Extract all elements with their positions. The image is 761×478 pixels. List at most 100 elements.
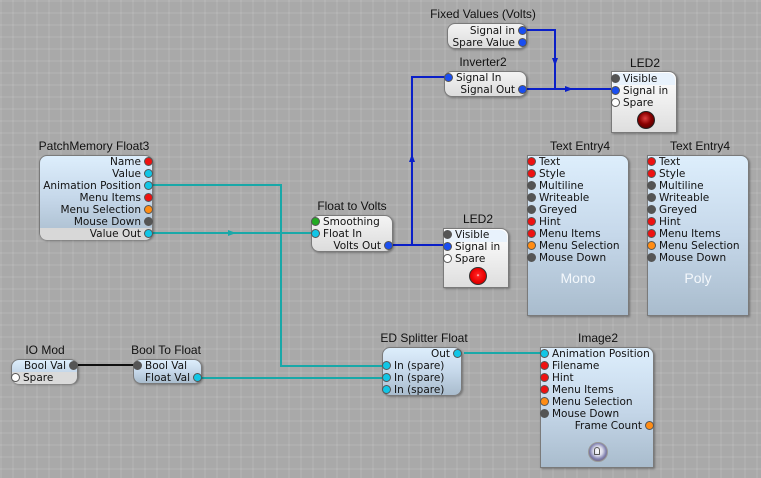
port-dot-icon bbox=[382, 385, 391, 394]
node-text-entry-mono[interactable]: Text Style Multiline Writeable Greyed Hi… bbox=[527, 155, 629, 316]
port-mouse-down[interactable]: Mouse Down bbox=[527, 252, 606, 264]
port-signal-in[interactable]: Signal In bbox=[444, 72, 501, 84]
port-filename[interactable]: Filename bbox=[540, 360, 599, 372]
text-entry-display[interactable]: Mono bbox=[560, 270, 596, 286]
port-value[interactable]: Value bbox=[112, 168, 153, 180]
port-mouse-down[interactable]: Mouse Down bbox=[540, 408, 619, 420]
node-patchmemory-float3[interactable]: Name Value Animation Position Menu Items… bbox=[39, 155, 153, 240]
port-dot-icon bbox=[443, 242, 452, 251]
wire-fixed-to-led[interactable] bbox=[526, 29, 556, 89]
port-in-spare-3[interactable]: In (spare) bbox=[382, 384, 444, 396]
port-hint[interactable]: Hint bbox=[527, 216, 561, 228]
port-hint[interactable]: Hint bbox=[647, 216, 681, 228]
port-signal-in[interactable]: Signal in bbox=[443, 241, 500, 253]
led-indicator-icon bbox=[637, 111, 655, 129]
port-spare[interactable]: Spare bbox=[443, 253, 485, 265]
port-dot-icon bbox=[518, 85, 527, 94]
port-spare[interactable]: Spare bbox=[11, 372, 53, 384]
port-dot-icon bbox=[193, 373, 202, 382]
port-dot-icon bbox=[645, 421, 654, 430]
port-menu-items[interactable]: Menu Items bbox=[647, 228, 721, 240]
port-greyed[interactable]: Greyed bbox=[647, 204, 697, 216]
port-writeable[interactable]: Writeable bbox=[527, 192, 589, 204]
port-dot-icon bbox=[527, 205, 536, 214]
port-signal-out[interactable]: Signal Out bbox=[460, 84, 527, 96]
port-signal-in[interactable]: Signal in bbox=[470, 25, 527, 37]
port-style[interactable]: Style bbox=[527, 168, 565, 180]
node-fixed-values[interactable]: Signal in Spare Value bbox=[447, 23, 527, 49]
wire-arrow bbox=[228, 230, 236, 236]
node-title-float-to-volts: Float to Volts bbox=[317, 199, 387, 213]
port-dot-icon bbox=[647, 193, 656, 202]
port-bool-val[interactable]: Bool Val bbox=[24, 360, 78, 372]
wire-arrow bbox=[565, 86, 573, 92]
node-ed-splitter-float[interactable]: Out In (spare) In (spare) In (spare) bbox=[382, 347, 462, 396]
port-float-val[interactable]: Float Val bbox=[145, 372, 202, 384]
port-smoothing[interactable]: Smoothing bbox=[311, 216, 380, 228]
node-float-to-volts[interactable]: Smoothing Float In Volts Out bbox=[311, 215, 393, 252]
port-out[interactable]: Out bbox=[431, 348, 462, 360]
port-frame-count[interactable]: Frame Count bbox=[575, 420, 654, 432]
port-dot-icon bbox=[527, 193, 536, 202]
port-menu-items[interactable]: Menu Items bbox=[527, 228, 601, 240]
port-menu-items[interactable]: Menu Items bbox=[540, 384, 614, 396]
port-spare[interactable]: Spare bbox=[611, 97, 653, 109]
port-dot-icon bbox=[647, 217, 656, 226]
value-out-row bbox=[40, 228, 152, 240]
port-multiline[interactable]: Multiline bbox=[647, 180, 704, 192]
port-dot-icon bbox=[540, 385, 549, 394]
port-volts-out[interactable]: Volts Out bbox=[333, 240, 393, 252]
port-signal-in[interactable]: Signal in bbox=[611, 85, 668, 97]
port-text[interactable]: Text bbox=[527, 156, 560, 168]
port-dot-icon bbox=[69, 361, 78, 370]
node-bool-to-float[interactable]: Bool Val Float Val bbox=[133, 359, 202, 384]
port-menu-selection[interactable]: Menu Selection bbox=[647, 240, 740, 252]
port-dot-icon bbox=[444, 73, 453, 82]
port-text[interactable]: Text bbox=[647, 156, 680, 168]
node-io-mod[interactable]: Bool Val Spare bbox=[11, 359, 78, 384]
wire-anim-to-splitter[interactable] bbox=[152, 184, 385, 367]
port-menu-selection[interactable]: Menu Selection bbox=[540, 396, 633, 408]
port-menu-items[interactable]: Menu Items bbox=[79, 192, 153, 204]
port-value-out[interactable]: Value Out bbox=[90, 228, 153, 240]
port-dot-icon bbox=[647, 169, 656, 178]
port-dot-icon bbox=[647, 205, 656, 214]
port-visible[interactable]: Visible bbox=[611, 73, 657, 85]
node-image2[interactable]: Animation Position Filename Hint Menu It… bbox=[540, 347, 654, 468]
port-greyed[interactable]: Greyed bbox=[527, 204, 577, 216]
port-visible[interactable]: Visible bbox=[443, 229, 489, 241]
port-float-in[interactable]: Float In bbox=[311, 228, 362, 240]
node-inverter2[interactable]: Signal In Signal Out bbox=[444, 71, 527, 97]
port-dot-icon bbox=[647, 157, 656, 166]
port-mouse-down[interactable]: Mouse Down bbox=[74, 216, 153, 228]
port-mouse-down[interactable]: Mouse Down bbox=[647, 252, 726, 264]
port-dot-icon bbox=[647, 181, 656, 190]
port-menu-selection[interactable]: Menu Selection bbox=[527, 240, 620, 252]
wire-volts-to-inverter[interactable] bbox=[392, 76, 447, 246]
port-spare-value[interactable]: Spare Value bbox=[453, 37, 527, 49]
port-menu-selection[interactable]: Menu Selection bbox=[60, 204, 153, 216]
port-style[interactable]: Style bbox=[647, 168, 685, 180]
port-animation-position[interactable]: Animation Position bbox=[43, 180, 153, 192]
node-text-entry-poly[interactable]: Text Style Multiline Writeable Greyed Hi… bbox=[647, 155, 749, 316]
port-dot-icon bbox=[311, 217, 320, 226]
port-dot-icon bbox=[144, 193, 153, 202]
port-in-spare-2[interactable]: In (spare) bbox=[382, 372, 444, 384]
port-in-spare-1[interactable]: In (spare) bbox=[382, 360, 444, 372]
node-led2-mid[interactable]: Visible Signal in Spare bbox=[443, 228, 509, 288]
port-dot-icon bbox=[144, 229, 153, 238]
port-dot-icon bbox=[311, 229, 320, 238]
node-title-image2: Image2 bbox=[577, 331, 619, 345]
node-led2-top[interactable]: Visible Signal in Spare bbox=[611, 71, 677, 133]
port-hint[interactable]: Hint bbox=[540, 372, 574, 384]
port-name[interactable]: Name bbox=[110, 156, 153, 168]
port-writeable[interactable]: Writeable bbox=[647, 192, 709, 204]
port-multiline[interactable]: Multiline bbox=[527, 180, 584, 192]
port-animation-position[interactable]: Animation Position bbox=[540, 348, 650, 360]
node-title-led2-mid: LED2 bbox=[462, 212, 494, 226]
port-dot-icon bbox=[144, 217, 153, 226]
text-entry-display[interactable]: Poly bbox=[684, 270, 712, 286]
node-title-inverter2: Inverter2 bbox=[459, 55, 507, 69]
port-bool-val[interactable]: Bool Val bbox=[133, 360, 187, 372]
port-dot-icon bbox=[527, 217, 536, 226]
